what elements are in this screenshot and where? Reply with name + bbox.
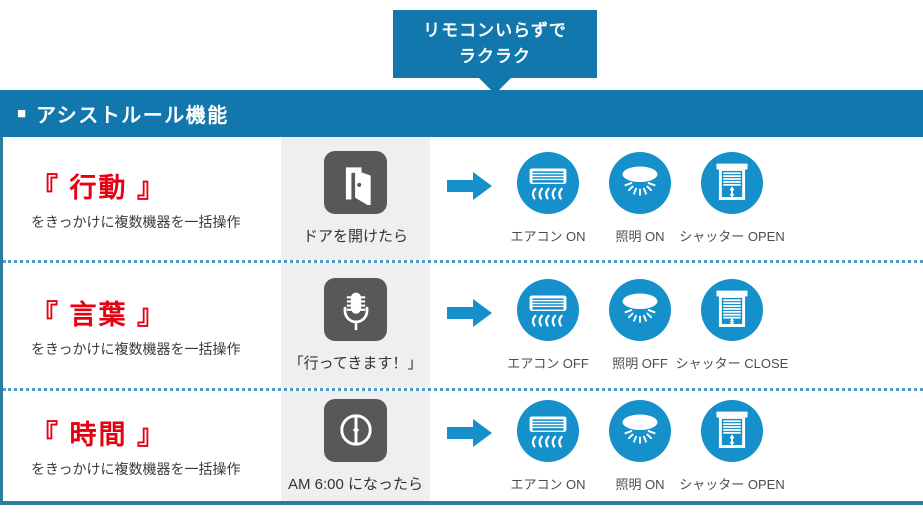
row-2-subtitle: をきっかけに複数機器を一括操作 [31, 340, 241, 357]
device-label: 照明 ON [615, 229, 665, 244]
row-2-result: エアコン OFF [430, 263, 923, 388]
row-2-title: 『 言葉 』 [31, 299, 167, 330]
device-label: シャッター CLOSE [675, 356, 789, 371]
aircon-icon [517, 399, 579, 462]
panel-header: ■ アシストルール機能 [0, 90, 923, 137]
device-light: 照明 ON [594, 152, 686, 245]
device-aircon: エアコン ON [502, 152, 594, 245]
door-open-icon [324, 151, 387, 214]
panel-title: アシストルール機能 [36, 105, 229, 127]
device-label: シャッター OPEN [679, 476, 785, 492]
ceiling-light-icon [609, 279, 671, 341]
row-3-title: 『 時間 』 [31, 420, 167, 450]
row-2-trigger-caption: 「行ってきます！」 [288, 355, 423, 372]
arrow-right-icon [447, 298, 492, 327]
header-square-icon: ■ [17, 105, 27, 122]
row-3-subtitle: をきっかけに複数機器を一括操作 [31, 461, 241, 477]
device-label: シャッター OPEN [679, 229, 785, 244]
callout-balloon: リモコンいらずで ラクラク [393, 10, 597, 78]
aircon-icon [517, 279, 579, 341]
device-aircon: エアコン ON [502, 399, 594, 493]
shutter-close-icon [701, 279, 763, 341]
row-1-text: 『 行動 』 をきっかけに複数機器を一括操作 [3, 137, 281, 260]
arrow-right-icon [447, 171, 492, 200]
callout-line1: リモコンいらずで [423, 20, 567, 40]
row-1-title: 『 行動 』 [31, 172, 167, 203]
device-shutter: シャッター OPEN [679, 152, 785, 245]
row-1-trigger-caption: ドアを開けたら [302, 228, 408, 245]
row-3-trigger-caption: AM 6:00 になったら [287, 475, 424, 493]
device-label: エアコン ON [510, 476, 586, 492]
device-light: 照明 OFF [594, 279, 686, 372]
rule-row-time: 『 時間 』 をきっかけに複数機器を一括操作 AM 6:00 になったら [3, 391, 923, 501]
device-label: エアコン OFF [507, 356, 589, 371]
row-1-subtitle: をきっかけに複数機器を一括操作 [31, 213, 241, 230]
ceiling-light-icon [609, 152, 671, 214]
device-label: 照明 ON [615, 476, 665, 492]
microphone-icon [324, 278, 387, 341]
device-aircon: エアコン OFF [502, 279, 594, 372]
ceiling-light-icon [609, 399, 671, 462]
callout-line2: ラクラク [459, 47, 531, 66]
panel-body: 『 行動 』 をきっかけに複数機器を一括操作 ドアを開けたら [0, 137, 923, 505]
device-shutter: シャッター CLOSE [676, 279, 788, 372]
row-1-result: エアコン ON [430, 137, 923, 260]
row-2-trigger: 「行ってきます！」 [281, 263, 430, 388]
clock-icon [324, 398, 387, 462]
device-light: 照明 ON [594, 399, 686, 493]
device-label: エアコン ON [510, 229, 586, 244]
shutter-open-icon [701, 399, 763, 462]
assist-rule-panel: ■ アシストルール機能 『 行動 』 をきっかけに複数機器を一括操作 ドアを開け… [0, 90, 923, 505]
row-3-trigger: AM 6:00 になったら [281, 391, 430, 501]
device-shutter: シャッター OPEN [679, 399, 785, 493]
callout-tail-triangle [478, 77, 512, 94]
device-label: 照明 OFF [612, 356, 668, 371]
aircon-icon [517, 152, 579, 214]
row-1-trigger: ドアを開けたら [281, 137, 430, 260]
shutter-open-icon [701, 152, 763, 214]
row-2-text: 『 言葉 』 をきっかけに複数機器を一括操作 [3, 263, 281, 388]
arrow-right-icon [447, 419, 492, 447]
row-3-text: 『 時間 』 をきっかけに複数機器を一括操作 [3, 391, 281, 501]
row-3-result: エアコン ON [430, 391, 923, 501]
rule-row-action: 『 行動 』 をきっかけに複数機器を一括操作 ドアを開けたら [3, 137, 923, 263]
rule-row-voice: 『 言葉 』 をきっかけに複数機器を一括操作 [3, 263, 923, 391]
